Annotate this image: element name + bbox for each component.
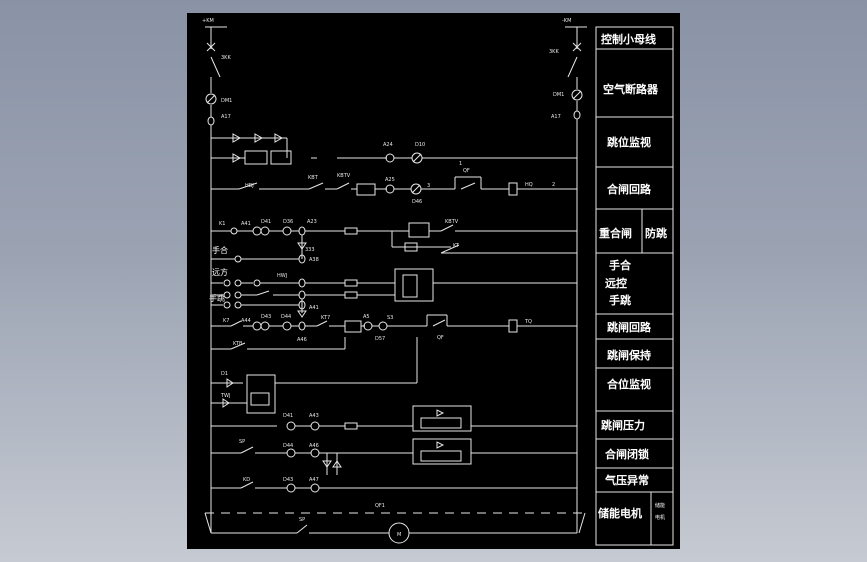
title-air-breaker: 空气断路器	[603, 82, 659, 96]
label-2: 2	[552, 182, 555, 188]
label-3: 3	[427, 183, 430, 189]
title-control-bus: 控制小母线	[601, 32, 656, 46]
motor-label: M	[397, 532, 401, 538]
negative-bus-label: -KM	[562, 18, 571, 24]
label-a45: A46	[309, 443, 319, 449]
label-kt7: KT7	[321, 315, 330, 321]
motor-circuit: QF1 SP M	[204, 503, 586, 544]
label-d42: D44	[283, 443, 293, 449]
title-trip-circuit: 跳闸回路	[607, 320, 652, 334]
label-kt: KT	[453, 243, 460, 249]
label-d36: D36	[283, 219, 293, 225]
label-a41: A41	[309, 305, 319, 311]
label-kbt: KBT	[308, 175, 319, 181]
label-d43: D43	[261, 314, 271, 320]
title-motor-small-b: 电机	[655, 514, 665, 521]
label-qf: QF	[463, 168, 470, 174]
positive-bus: +KM 3KK DM1 A17	[202, 18, 232, 533]
title-trip-monitor: 跳位监视	[607, 135, 651, 149]
label-a24: A24	[383, 142, 393, 148]
title-pressure-abnormal: 气压异常	[604, 473, 649, 487]
hand-trip-label: 手跳	[209, 293, 225, 303]
pressure-circuits: D41 A43 SP D44 A46 KD D43 A47	[211, 405, 577, 493]
label-a47: A47	[309, 477, 319, 483]
reclose-circuit: K1 A41 D41 D36 A23 KBTV KT 333	[211, 219, 577, 259]
right-switch-label: 3KK	[549, 49, 559, 55]
title-trip-pressure: 跳闸压力	[601, 418, 645, 432]
label-d46: D46	[412, 199, 422, 205]
remote-label: 远方	[212, 267, 228, 277]
positive-bus-label: +KM	[202, 18, 214, 24]
title-motor-small-a: 储能	[655, 502, 665, 509]
title-anti-pump: 防跳	[645, 226, 667, 240]
title-motor: 储能电机	[598, 506, 642, 520]
label-d10: D10	[415, 142, 425, 148]
label-sp-motor: SP	[299, 517, 305, 523]
label-d1: D1	[221, 371, 228, 377]
left-fuse-label: A17	[221, 114, 231, 120]
trip-monitor-circuit: A24 D10	[211, 133, 577, 165]
label-kbtv: KBTV	[337, 173, 351, 179]
label-a25: A25	[385, 177, 395, 183]
label-a40: A41	[241, 221, 251, 227]
label-tq: TQ	[524, 319, 532, 325]
label-d44: D44	[281, 314, 291, 320]
hand-close-label: 手合	[212, 245, 228, 255]
label-kth: KTB	[233, 341, 243, 347]
label-twj: TWJ	[220, 393, 230, 399]
title-close-circuit: 合闸回路	[607, 182, 652, 196]
label-a38: A38	[309, 257, 319, 263]
label-d43b: D43	[283, 477, 293, 483]
label-k7: K7	[223, 318, 229, 324]
title-hand-trip: 手跳	[609, 293, 631, 307]
manual-control-circuit: 手合 A38 远方 HWJ 手跳	[209, 245, 577, 318]
left-switch-label: 3KK	[221, 55, 231, 61]
control-circuit-schematic: +KM 3KK DM1 A17 -KM 3KK DM1 A17	[202, 18, 674, 546]
function-title-column: 控制小母线 空气断路器 跳位监视 合闸回路 重合闸 防跳 手合 远控 手跳 跳闸…	[595, 26, 674, 546]
label-a46: A46	[297, 337, 307, 343]
schematic-sheet: +KM 3KK DM1 A17 -KM 3KK DM1 A17	[187, 13, 680, 549]
closing-circuit: HBJ KBT KBTV A25 D46 QF 1 3 HQ 2	[211, 161, 577, 205]
label-a44: A44	[241, 318, 251, 324]
right-breaker-label: DM1	[553, 92, 564, 98]
negative-bus: -KM 3KK DM1 A17	[549, 18, 587, 533]
label-sp: SP	[239, 439, 245, 445]
title-close-monitor: 合位监视	[607, 377, 651, 391]
close-monitor-circuit: D1 TWJ	[211, 371, 417, 414]
label-qf1: QF1	[375, 503, 385, 509]
title-close-lockout: 合闸闭锁	[605, 447, 649, 461]
label-hq: HQ	[525, 182, 533, 188]
title-hand-close: 手合	[609, 258, 632, 272]
label-a43: A43	[309, 413, 319, 419]
label-qf-trip: QF	[437, 335, 444, 341]
label-d41b: D41	[283, 413, 293, 419]
label-kbtv2: KBTV	[445, 219, 459, 225]
right-fuse-label: A17	[551, 114, 561, 120]
label-d38: D41	[261, 219, 271, 225]
label-d57: D57	[375, 336, 385, 342]
title-remote: 远控	[605, 276, 627, 290]
title-trip-hold: 跳闸保持	[607, 348, 651, 362]
label-hbj: HBJ	[245, 183, 254, 189]
title-reclose: 重合闸	[599, 226, 632, 240]
label-1: 1	[459, 161, 462, 167]
label-333: 333	[305, 247, 315, 253]
label-a23: A23	[307, 219, 317, 225]
label-s3: S3	[387, 315, 393, 321]
label-a5: A5	[363, 314, 370, 320]
label-k1: K1	[219, 221, 225, 227]
label-hwj: HWJ	[277, 273, 287, 279]
left-breaker-label: DM1	[221, 98, 232, 104]
label-kd: KD	[243, 477, 250, 483]
trip-circuit: K7 A44 D43 D44 KT7 A46 A5 D57 S3 QF TQ K…	[211, 314, 577, 383]
